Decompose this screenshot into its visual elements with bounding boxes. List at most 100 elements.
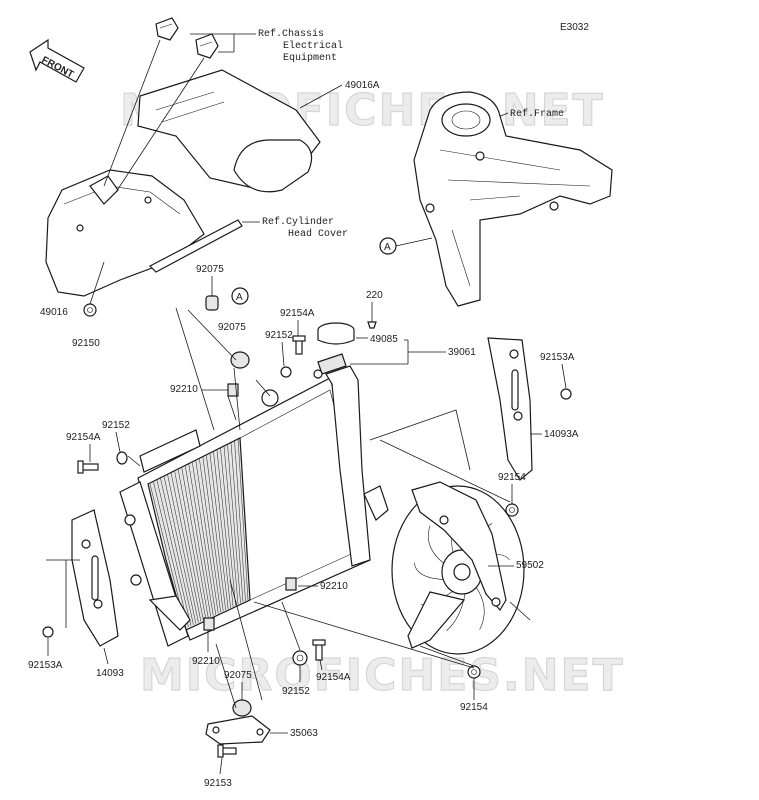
radiator-core [119,365,389,647]
connector-top-left [155,17,179,41]
part-39061-filler-neck [317,353,347,375]
part-92154A-bolt-left [77,460,99,474]
frame-structure [413,91,613,307]
fan-blade [427,525,446,565]
label-92210-top: 92210 [170,384,198,395]
fan-blade [475,585,485,630]
radiator-fin [153,482,189,627]
part-92153A-bolt-left [42,626,54,638]
radiator-right-tank [325,365,371,567]
marker-a-frame: A [379,237,433,255]
radiator-fin [202,456,224,612]
radiator-fin [227,443,241,604]
ref-chassis-line2: Electrical [283,40,343,52]
radiator-fin [199,458,221,613]
part-92152-washer-left [116,451,128,465]
radiator-fin [234,439,246,602]
part-92153-bolt [217,744,237,758]
part-49016A-bracket [137,69,321,193]
part-92150-bolt [83,261,105,317]
marker-a-frame-text: A [384,242,391,253]
part-92152-washer-bottom [292,650,308,666]
diagram-code: E3032 [560,22,589,33]
connector-top-right [195,33,219,59]
label-49016A: 49016A [345,80,380,91]
part-59502-fan-assembly [391,481,525,655]
fan-bracket-lower [407,591,466,649]
label-59502: 59502 [516,560,544,571]
part-92154-bolt-top [505,503,519,517]
label-14093A: 14093A [544,429,579,440]
marker-a-grommet-text: A [236,292,243,303]
label-92075-top: 92075 [196,264,224,275]
radiator-fin [177,469,207,620]
label-92210-bottom: 92210 [192,656,220,667]
label-92154-bottom: 92154 [460,702,488,713]
radiator-fin [170,472,202,622]
part-92154A-bolt-bottom [312,639,326,661]
radiator-top-bracket [139,429,201,473]
label-92154A-top: 92154A [280,308,315,319]
radiator-fin [230,441,244,603]
radiator-fin [188,463,214,616]
part-49085-radiator-cap [317,322,355,345]
radiator-fin [195,460,219,614]
radiator-outlet-lower [148,595,191,631]
radiator-fin [163,476,197,624]
part-92154A-bolt-top [292,335,306,355]
part-92075-grommet-mid [230,351,250,369]
label-35063: 35063 [290,728,318,739]
marker-a-grommet: A [231,287,249,305]
part-220-screw [367,321,377,329]
radiator-fin [191,461,217,615]
radiator-fin [209,452,229,609]
fan-blade [413,562,446,580]
wire-to-connector-left [103,39,161,187]
ref-frame: Ref.Frame [510,108,564,120]
fan-blade [446,593,466,631]
part-49016-shroud [45,169,205,297]
front-arrow-icon: FRONT [29,38,85,83]
part-92153A-bolt-right [560,388,572,400]
radiator-fin [220,447,236,606]
cylinder-hose [148,219,260,273]
radiator-fin [160,478,194,625]
radiator-fin [206,454,226,611]
frame-steering-head [441,103,491,137]
label-92154-top: 92154 [498,472,526,483]
label-92152-top: 92152 [265,330,293,341]
label-92152-bottom: 92152 [282,686,310,697]
label-39061: 39061 [448,347,476,358]
label-92210-right: 92210 [320,581,348,592]
label-92154A-bottom: 92154A [316,672,351,683]
label-14093: 14093 [96,668,124,679]
label-92152-left: 92152 [102,420,130,431]
label-92075-mid: 92075 [218,322,246,333]
part-14093-side-cover [71,509,119,647]
ref-cylinder-line2: Head Cover [288,228,348,240]
radiator-fin [184,465,212,617]
part-92210-clip-right [285,577,297,591]
label-92153A-left: 92153A [28,660,63,671]
part-92210-clip-bottom [203,617,215,631]
label-92075-bottom: 92075 [224,670,252,681]
radiator-fin [237,437,249,601]
ref-chassis-line1: Ref.Chassis [258,28,324,40]
part-92152-washer-top [280,366,292,378]
radiator-fin [156,480,192,626]
radiator-fin [174,471,204,621]
label-49016: 49016 [40,307,68,318]
radiator-fin [167,474,199,623]
label-49085: 49085 [370,334,398,345]
part-92075-grommet-top [205,295,219,311]
label-92154A-left: 92154A [66,432,101,443]
radiator-fin [213,450,231,608]
label-92153A-right: 92153A [540,352,575,363]
part-14093A-side-cover [487,337,533,481]
label-92150: 92150 [72,338,100,349]
fan-bracket-upper [411,481,507,612]
label-92153: 92153 [204,778,232,789]
label-220: 220 [366,290,383,301]
